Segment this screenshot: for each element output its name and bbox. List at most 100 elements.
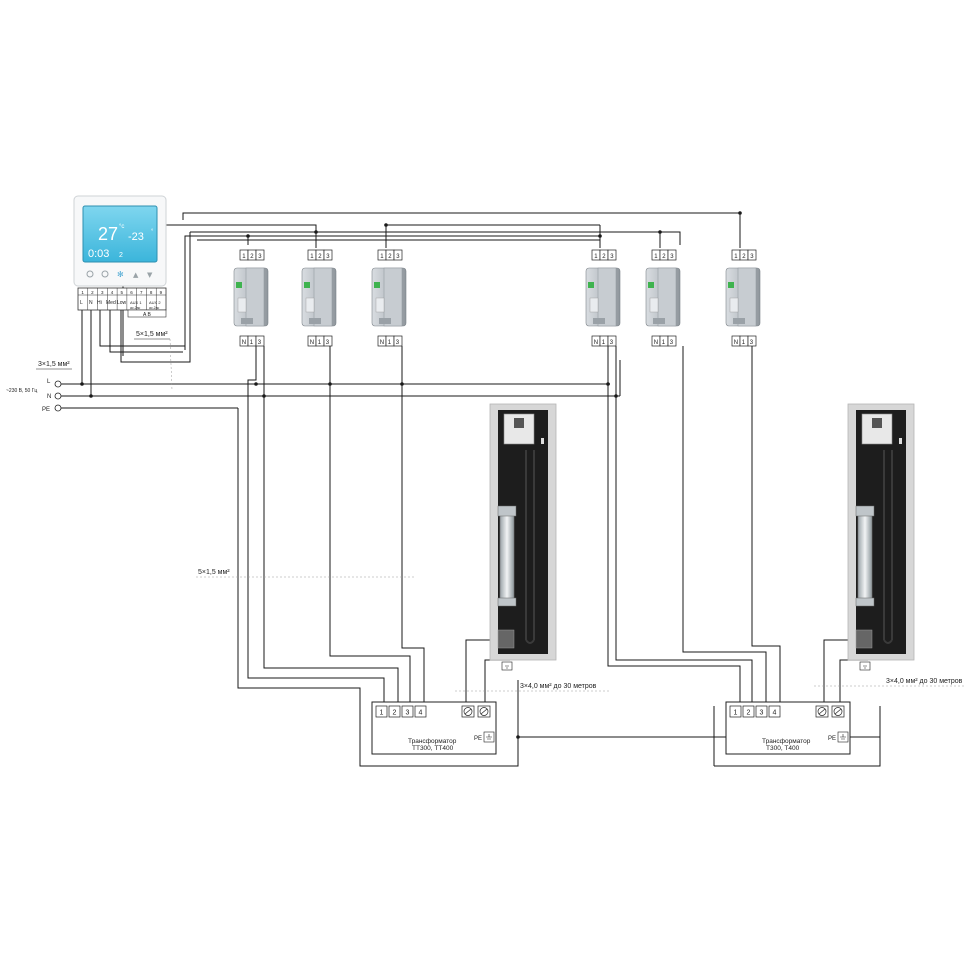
relay-top-terminal-label: 1 [594, 254, 598, 260]
heating-element [883, 450, 893, 644]
relay-top-terminal-label: 1 [734, 254, 738, 260]
wire-trans2-ground [714, 706, 881, 767]
heater-tube [857, 509, 873, 603]
relay-bottom-terminal [255, 335, 265, 347]
wire-relay5-out [682, 346, 767, 706]
relay-top-terminal-label: 2 [388, 254, 392, 260]
transformer-box [725, 701, 851, 755]
line-L-label: L [47, 379, 51, 385]
wire-therm-med [109, 306, 183, 353]
relay-bottom-terminal-label: 3 [750, 340, 754, 346]
fan-button-icon[interactable]: ✻ [117, 270, 124, 279]
relay-bottom-terminal-label: 1 [742, 340, 746, 346]
relay-bottom-terminal-label: 3 [670, 340, 674, 346]
thermostat-terminal-label: N [89, 300, 93, 306]
relay-top-terminal-label: 2 [250, 254, 254, 260]
thermostat-set-temperature: -23 [128, 231, 144, 243]
wire-PE-drop [237, 408, 519, 767]
transformer-terminal-label: 1 [380, 710, 384, 717]
cable-labels: 5×1,5 мм² 5×1,5 мм² 3×4,0 мм² до 30 метр… [134, 331, 966, 692]
thermostat-terminal-number: 5 [121, 290, 124, 295]
wire-bus-4 [197, 239, 601, 245]
thermostat-terminal-number: 7 [140, 290, 143, 295]
relay-bottom-terminal-label: 1 [388, 340, 392, 346]
wire-bus-3 [190, 231, 681, 245]
relay-top-terminal-label: 2 [602, 254, 606, 260]
power-button-icon[interactable] [86, 270, 94, 278]
heater-group [489, 403, 915, 671]
thermostat-terminal-label: Med [106, 300, 116, 306]
relay-indicator-icon [236, 282, 242, 288]
relay-top-terminal-label: 1 [380, 254, 384, 260]
thermostat-aux-sublabel: ac.2ac [149, 306, 160, 310]
power-input: 3×1,5 мм² L ~230 В, 50 Гц N PE [6, 361, 72, 413]
convector-heater [847, 403, 915, 671]
wire-relay1-out [247, 346, 385, 706]
transformer-title: Трансформатор [762, 738, 811, 745]
wire-heater2-a [823, 639, 856, 706]
transformer-terminal-label: 3 [406, 710, 410, 717]
heating-element [525, 450, 535, 644]
convector-heater [489, 403, 557, 671]
relay-top-terminal-label: 1 [310, 254, 314, 260]
thermostat-temperature: 27 [98, 224, 118, 244]
cable-label-relays: 5×1,5 мм² [198, 569, 230, 576]
transformer-pe-label: PE [474, 736, 482, 742]
thermostat-clock: 0:03 [88, 248, 109, 260]
relay-top-terminal-label: 2 [318, 254, 322, 260]
relay-bottom-terminal-label: 1 [318, 340, 322, 346]
relay-bottom-terminal-label: N [380, 340, 384, 346]
wire-heater1-a [465, 639, 496, 706]
down-button-icon[interactable]: ▼ [147, 271, 153, 279]
relay-bottom-terminal-label: 3 [258, 340, 262, 346]
transformer-pe-label: PE [828, 736, 836, 742]
relay-top-terminal-label: 3 [396, 254, 400, 260]
transformer-title: Трансформатор [408, 738, 457, 745]
heater-tube [499, 509, 515, 603]
wire-therm-hi [99, 306, 185, 347]
line-N-label: N [47, 394, 51, 400]
relay-bottom-terminal [607, 335, 617, 347]
relay-bottom-terminal-label: 3 [326, 340, 330, 346]
relay-top-terminal-label: 2 [662, 254, 666, 260]
ground-icon [863, 665, 867, 669]
wire-relay6-out [751, 346, 781, 706]
transformer-terminal-label: 4 [773, 710, 777, 717]
thermostat-terminal-label: AUX 1 [130, 300, 142, 305]
thermostat-terminal-number: 6 [130, 290, 133, 295]
relay-indicator-icon [374, 282, 380, 288]
wire-therm-low [120, 232, 191, 363]
thermostat-terminal-number: 4 [111, 290, 114, 295]
mode-button-icon[interactable] [101, 270, 109, 278]
wire-bus-5 [184, 235, 249, 350]
thermostat-terminal-number: 3 [101, 290, 104, 295]
up-button-icon[interactable]: ▲ [133, 271, 139, 279]
thermostat-set-unit: ° [151, 229, 154, 235]
relay-bottom-terminal [393, 335, 403, 347]
ground-icon [486, 734, 492, 740]
transformer-model: ТТ300, ТТ400 [412, 745, 454, 752]
relay-top-terminal-label: 3 [750, 254, 754, 260]
thermostat-terminal-number: 2 [91, 290, 94, 295]
thermostat-bottom-label: A B [143, 312, 151, 318]
thermostat-terminal-label: Hi [97, 300, 102, 306]
thermostat-aux-sublabel: ac.2ac [130, 306, 141, 310]
thermostat-temp-unit: °c [119, 224, 124, 230]
thermostat-terminal-number: 8 [150, 290, 153, 295]
transformer-terminal [414, 705, 427, 718]
relay-bottom-terminal-label: 1 [602, 340, 606, 346]
transformer-model: Т300, Т400 [766, 745, 800, 752]
wire-relay1-out-b [263, 346, 399, 706]
relay-top-terminal-label: 1 [242, 254, 246, 260]
transformer-terminal [388, 705, 401, 718]
thermostat-terminal-number: 1 [81, 290, 84, 295]
ground-icon [505, 665, 509, 669]
